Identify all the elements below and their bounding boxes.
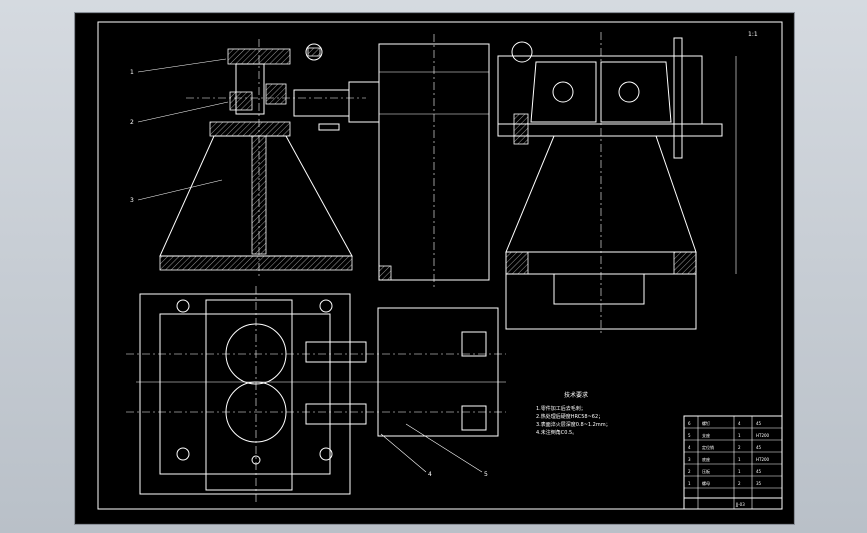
title-block-cell: 1 xyxy=(738,469,741,474)
title-block-cell: 4 xyxy=(688,445,691,450)
title-block-cell: 2 xyxy=(738,445,741,450)
title-block-cell: 3 xyxy=(688,457,691,462)
front-section-view xyxy=(159,34,490,289)
title-block-cell: 螺钉 xyxy=(702,420,710,426)
tech-req-line: 4.未注倒角C0.5。 xyxy=(536,429,577,436)
title-block-cell: 1 xyxy=(738,457,741,462)
leader-label: 2 xyxy=(130,119,134,126)
scale-label: 1:1 xyxy=(748,31,758,38)
leader-label: 1 xyxy=(130,69,134,76)
title-block-cell: 压板 xyxy=(702,468,710,474)
title-block-cell: 1 xyxy=(738,433,741,438)
tech-req-line: 1.零件加工后去毛刺； xyxy=(536,405,586,412)
title-block-cell: 45 xyxy=(756,421,762,426)
leader-label: 4 xyxy=(428,471,432,478)
title-block-cell: HT200 xyxy=(756,457,770,462)
leader-label: 5 xyxy=(484,471,488,478)
leader-label: 3 xyxy=(130,197,134,204)
title-block-cell: 5 xyxy=(688,433,691,438)
title-block-cell: 支座 xyxy=(702,432,710,438)
tech-req-title: 技术要求 xyxy=(564,391,588,399)
title-block-cell: 45 xyxy=(756,445,762,450)
title-block-cell: 6 xyxy=(688,421,691,426)
title-block-cell: 2 xyxy=(688,469,691,474)
cad-viewport[interactable]: 1 2 3 4 5 1:1 技术要求 1.零件加工后去毛刺； 2.热处理后硬度H… xyxy=(75,13,794,524)
drawing-number: JJ-03 xyxy=(735,502,745,507)
side-view xyxy=(497,32,737,334)
title-block-cell: 2 xyxy=(738,481,741,486)
tech-req-line: 3.表面淬火层深度0.8~1.2mm； xyxy=(536,421,611,428)
title-block-cell: 4 xyxy=(738,421,741,426)
title-block-cell: 35 xyxy=(756,481,762,486)
plan-view xyxy=(126,286,506,504)
leader-lines: 1 2 3 4 5 xyxy=(130,58,488,478)
cad-drawing: 1 2 3 4 5 1:1 技术要求 1.零件加工后去毛刺； 2.热处理后硬度H… xyxy=(97,21,783,510)
title-block-cell: 1 xyxy=(688,481,691,486)
title-block-cell: 螺母 xyxy=(702,480,710,486)
title-block-cell: 定位销 xyxy=(702,444,714,450)
tech-req-line: 2.热处理后硬度HRC58~62； xyxy=(536,413,603,420)
technical-requirements: 技术要求 1.零件加工后去毛刺； 2.热处理后硬度HRC58~62； 3.表面淬… xyxy=(536,391,611,436)
title-block-cell: HT200 xyxy=(756,433,770,438)
drawing-frame xyxy=(97,21,783,510)
title-block-cell: 底座 xyxy=(702,456,710,462)
title-block-cell: 45 xyxy=(756,469,762,474)
